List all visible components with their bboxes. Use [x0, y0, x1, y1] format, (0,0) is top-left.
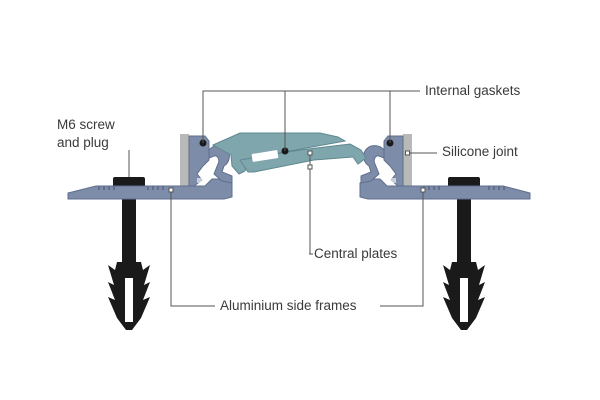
leader-lines	[128, 90, 437, 307]
left-aluminium-side-frame	[67, 135, 233, 200]
right-silicone-joint	[403, 134, 412, 186]
right-screw-and-plug	[443, 177, 485, 330]
silicone-joint-label: Silicone joint	[442, 144, 518, 159]
central-plates	[211, 132, 367, 175]
m6-label-line-2: and plug	[57, 135, 109, 150]
left-screw-and-plug	[108, 177, 150, 330]
m6-screw-and-plug-label: M6 screw and plug	[57, 116, 115, 152]
left-silicone-joint	[180, 134, 189, 186]
internal-gaskets-label: Internal gaskets	[425, 83, 521, 98]
right-aluminium-side-frame	[359, 135, 531, 200]
aluminium-side-frames-label: Aluminium side frames	[220, 298, 357, 313]
central-plates-label: Central plates	[314, 246, 398, 261]
m6-label-line-1: M6 screw	[57, 117, 115, 132]
leader-markers	[168, 150, 426, 193]
